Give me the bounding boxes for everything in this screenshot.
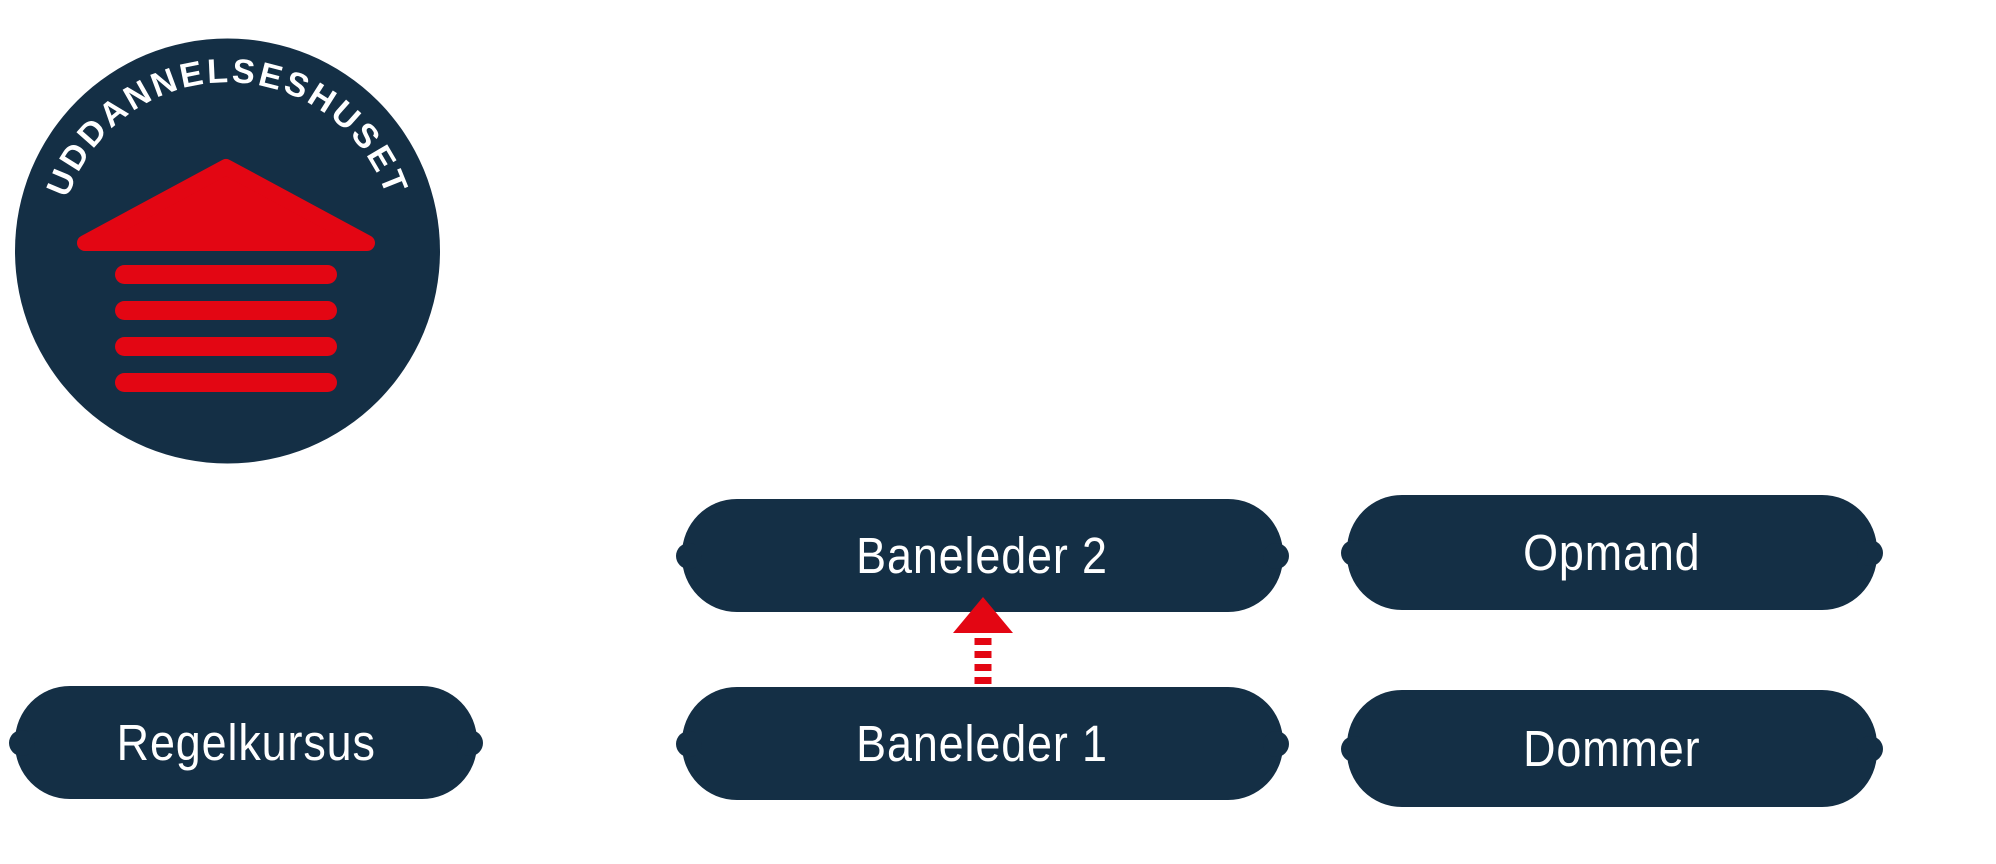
node-opmand[interactable]: Opmand [1341,495,1883,610]
node-baneleder-1[interactable]: Baneleder 1 [676,687,1289,800]
house-bar [115,373,337,392]
house-icon [77,159,375,392]
node-dommer[interactable]: Dommer [1341,690,1883,807]
node-opmand-label: Opmand [1523,524,1701,581]
house-bar [115,301,337,320]
node-baneleder-1-label: Baneleder 1 [856,715,1109,772]
house-roof [77,159,375,251]
house-bar [115,265,337,284]
arrow-up-icon [953,597,1013,690]
node-regelkursus-label: Regelkursus [116,714,376,771]
node-baneleder-2[interactable]: Baneleder 2 [676,499,1289,612]
node-regelkursus[interactable]: Regelkursus [9,686,483,799]
node-dommer-label: Dommer [1523,720,1701,777]
uddannelseshuset-logo: UDDANNELSESHUSET [15,38,440,464]
arrow-head [953,597,1013,633]
node-baneleder-2-label: Baneleder 2 [856,527,1109,584]
house-bar [115,337,337,356]
